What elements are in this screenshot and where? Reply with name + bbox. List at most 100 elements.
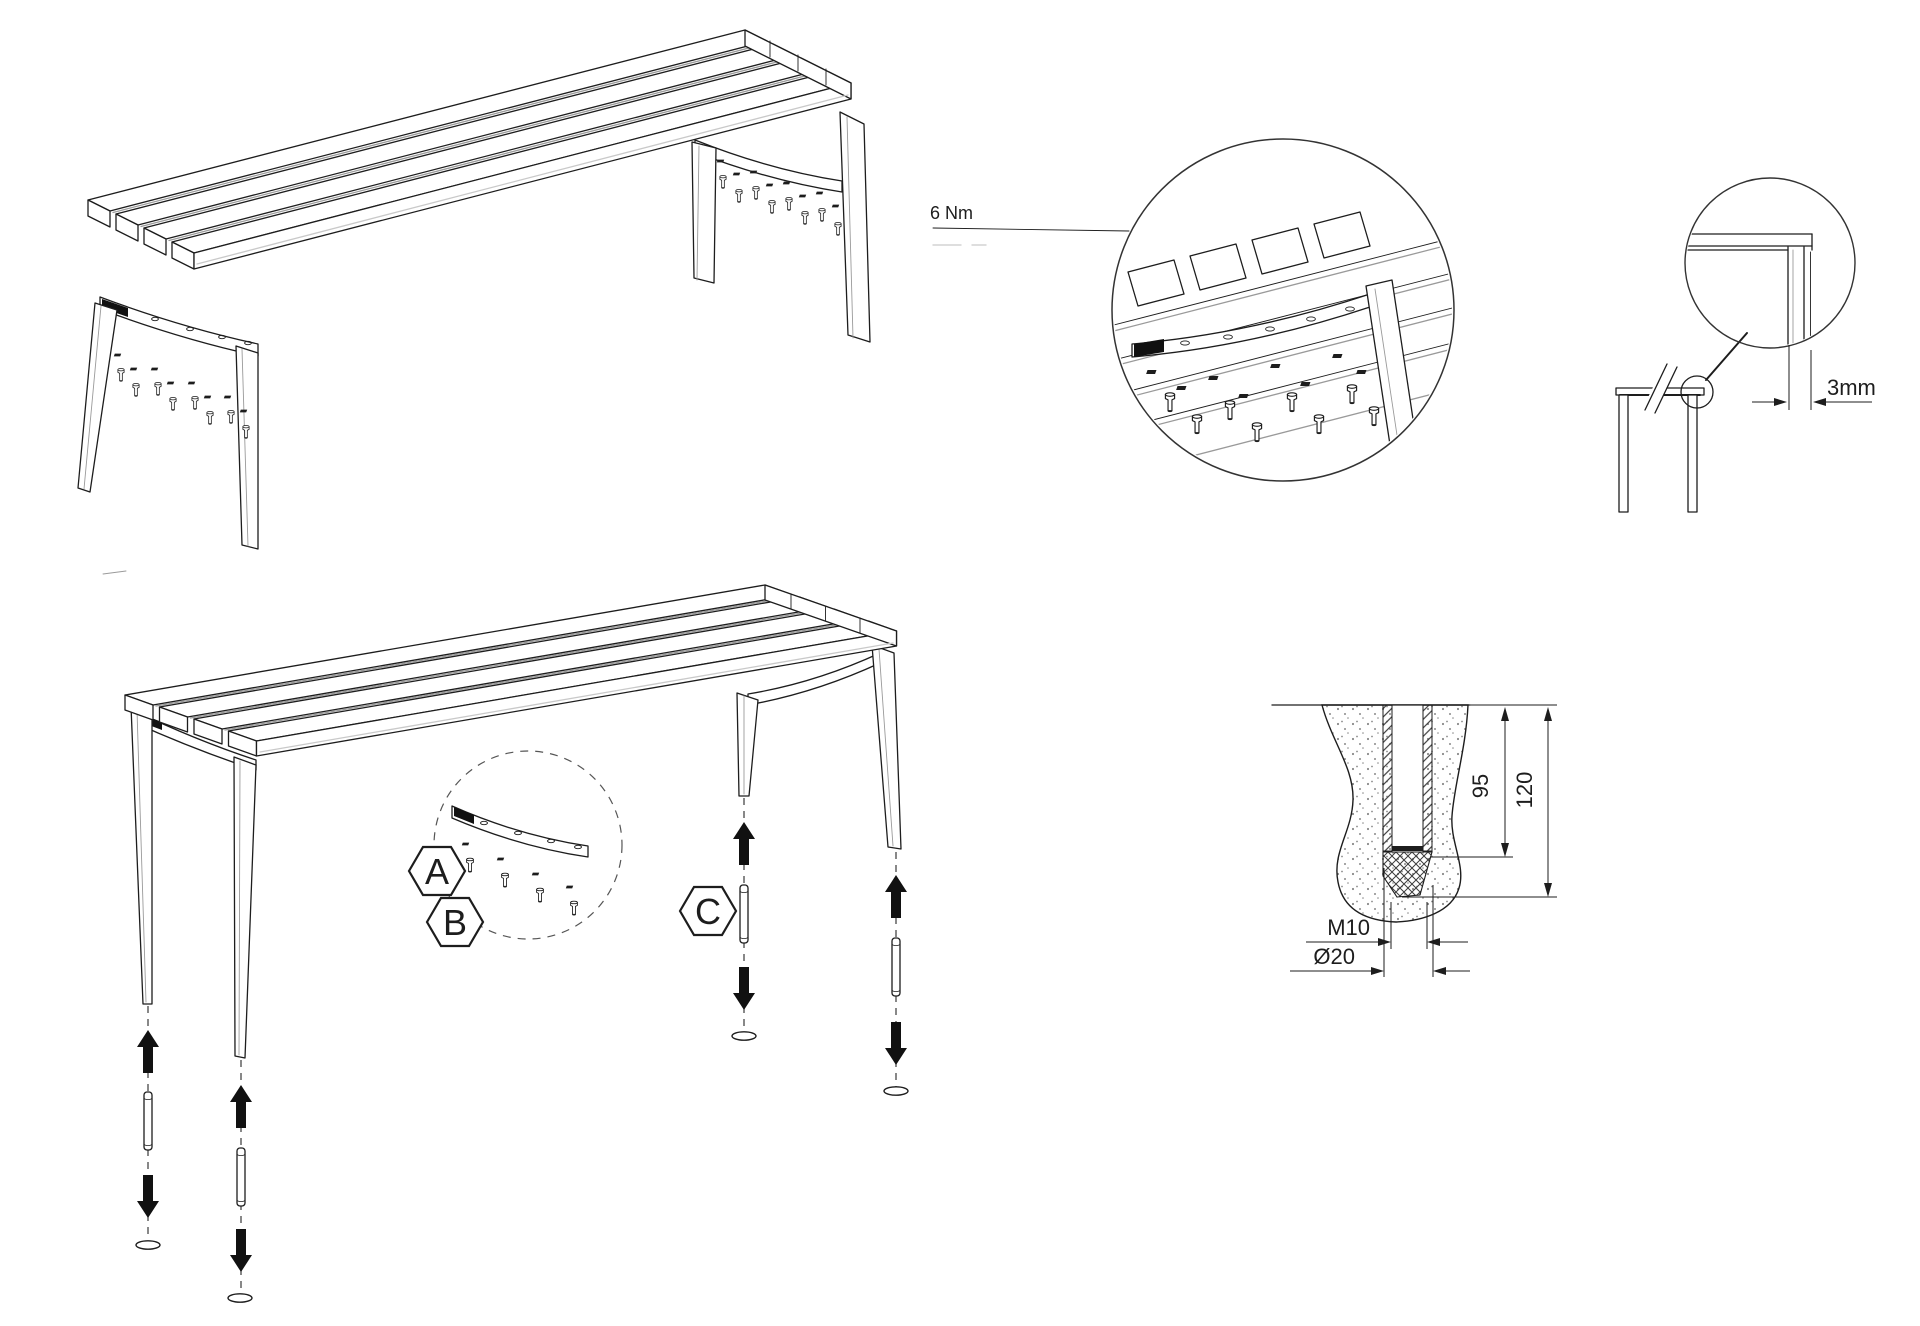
bolt-hole-icon: [531, 872, 540, 876]
bolt-hole-icon: [749, 170, 758, 174]
hole-bottom: [1392, 846, 1423, 851]
seat-left-end: [115, 213, 139, 242]
bolt-hole-icon: [1356, 370, 1367, 374]
rear-right-leg: [691, 141, 717, 284]
bolt-hole-icon: [1332, 354, 1343, 358]
seat-left-end: [158, 706, 189, 733]
right-leg-profile: [1687, 394, 1698, 513]
screw-icon: [834, 222, 842, 236]
screw-icon: [752, 186, 760, 200]
bolt-hole-icon: [150, 367, 159, 371]
front-right-leg: [839, 111, 871, 343]
screw-icon: [501, 872, 509, 888]
down-arrow-icon: [230, 1229, 252, 1272]
front-left-leg: [233, 756, 257, 1059]
torque-label: 6 Nm: [930, 203, 973, 223]
torque-detail-view: 6 Nm: [930, 138, 1455, 482]
bolt-hole-icon: [1176, 386, 1187, 390]
top-bench-exploded-view: [77, 29, 871, 575]
bolt-hole-icon: [798, 194, 807, 198]
seat-left-end: [193, 718, 223, 745]
anchor-pin: [143, 1091, 153, 1151]
ground-hole-icon: [731, 1031, 757, 1041]
dimension-120: 120: [1512, 707, 1552, 897]
thread-label: M10: [1327, 915, 1370, 940]
bench-seat: [87, 29, 852, 270]
bolt-hole-icon: [815, 191, 824, 195]
bolt-hole-icon: [461, 842, 470, 846]
seat-slat: [143, 57, 824, 240]
right-trestle: [691, 111, 871, 343]
step-letter: B: [443, 902, 467, 943]
detail-leader-line: [1705, 332, 1748, 381]
screw-icon: [768, 200, 776, 214]
anchor-set-front-left: [227, 1085, 253, 1303]
bolt-hole-icon: [565, 885, 574, 889]
gap-detail-view: 3mm: [1615, 177, 1876, 513]
left-leg: [77, 302, 118, 493]
seat-right-end: [764, 584, 898, 647]
trestle-brace: [694, 139, 843, 193]
exploded-brace-group: [451, 805, 589, 916]
break-mark-icon: [1654, 366, 1678, 414]
bench-seat: [124, 584, 898, 757]
screw-icon: [719, 175, 727, 189]
anchor-pin: [236, 1147, 246, 1207]
ground-hole-icon: [135, 1240, 161, 1250]
highlight-circle: [1680, 375, 1714, 409]
ground-tick: [102, 570, 127, 575]
bottom-bench-anchoring-view: A B C: [124, 584, 909, 1303]
torque-leader-line: [932, 227, 1130, 232]
up-arrow-icon: [230, 1085, 252, 1128]
screw-icon: [466, 857, 474, 873]
bolt-hole-icon: [203, 395, 212, 399]
bolt-hole-icon: [129, 367, 138, 371]
gap-detail-content: [1686, 233, 1813, 347]
bolt-hole-icon: [166, 381, 175, 385]
bolt-hole-icon: [716, 159, 725, 163]
screw-icon: [227, 410, 235, 424]
depth-95-label: 95: [1468, 774, 1493, 798]
rear-right-leg: [736, 692, 759, 797]
screw-icon: [191, 396, 199, 410]
anchor-pin: [739, 884, 749, 944]
bolt-hole-icon: [1270, 364, 1281, 368]
screw-icon: [132, 383, 140, 397]
bolt-hole-icon: [1146, 370, 1157, 374]
bolt-hole-icon: [831, 204, 840, 208]
ground-hole-icon: [883, 1086, 909, 1096]
diameter-label: Ø20: [1313, 944, 1355, 969]
screw-icon: [117, 368, 125, 382]
slat-end-faces: [1127, 211, 1371, 307]
bolt-hole-icon: [1300, 382, 1311, 386]
gap-label: 3mm: [1827, 375, 1876, 400]
bolt-hole-icon: [1238, 394, 1249, 398]
hexagon-label-a: A: [407, 845, 467, 897]
bolt-hole-icon: [496, 857, 505, 861]
screw-icon: [570, 900, 578, 916]
ground-hole-icon: [227, 1293, 253, 1303]
detail-circle-border: [1111, 138, 1455, 482]
front-right-leg: [871, 644, 902, 850]
screw-icon: [735, 189, 743, 203]
dimension-diameter-20: Ø20: [1290, 944, 1470, 975]
bolt-hole-icon: [765, 183, 774, 187]
anchor-set-front-right: [883, 875, 909, 1096]
bench-profile-schematic: [1615, 332, 1748, 513]
hole-wall-right: [1422, 704, 1433, 852]
brace-hatch-mark: [1134, 339, 1164, 357]
screw-icon: [785, 197, 793, 211]
up-arrow-icon: [885, 875, 907, 918]
hexagon-label-b: B: [425, 896, 485, 948]
torque-detail-content: [1114, 211, 1452, 473]
screw-icon: [206, 411, 214, 425]
left-leg-profile: [1618, 394, 1629, 513]
anchor-pin: [891, 937, 901, 997]
screw-icon: [1286, 392, 1298, 413]
gap-dimension: 3mm: [1752, 345, 1876, 410]
hexagon-label-c: C: [678, 885, 738, 937]
anchor-set-rear-right: [731, 822, 757, 1041]
seat-left-end: [124, 694, 154, 721]
bolt-hole-icon: [113, 353, 122, 357]
